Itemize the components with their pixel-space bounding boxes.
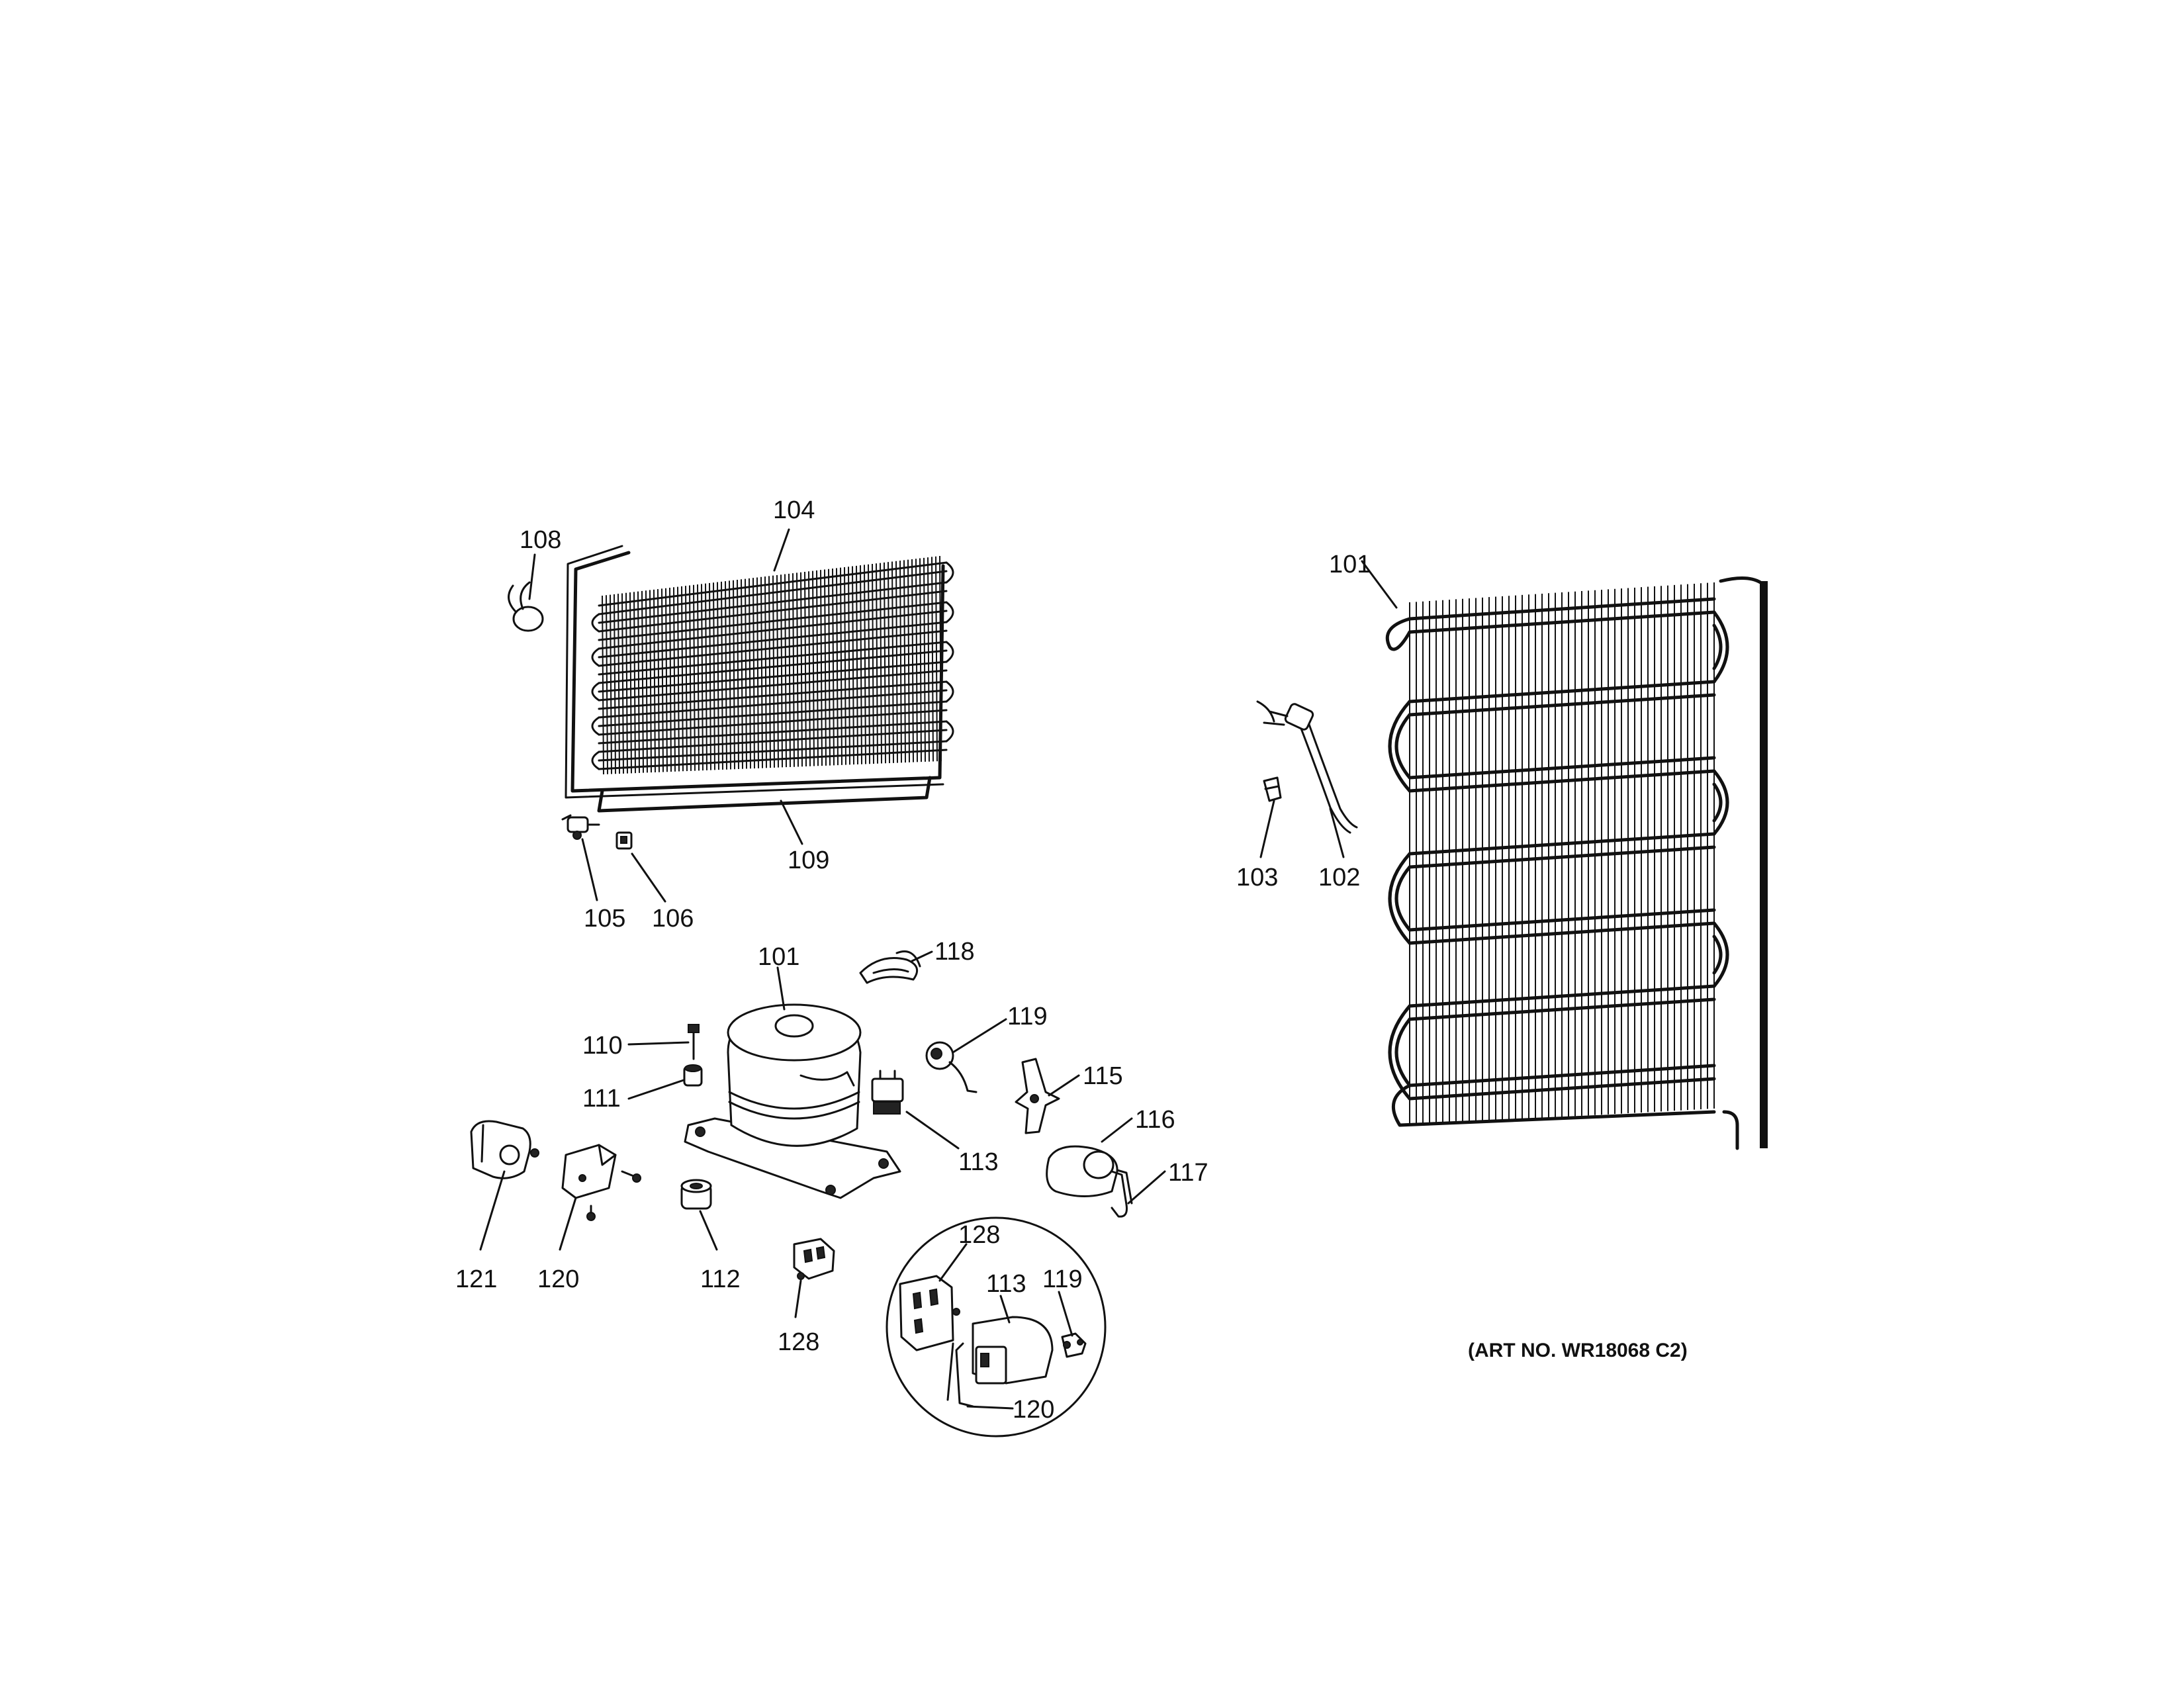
grommet-112 bbox=[680, 1179, 712, 1210]
callout-103: 103 bbox=[1236, 864, 1278, 891]
cover-116 bbox=[1046, 1145, 1118, 1197]
bracket-115 bbox=[1015, 1058, 1060, 1134]
callout-labels: 108 104 109 105 106 101 118 119 110 111 … bbox=[455, 496, 1688, 1424]
condenser-coil-104 bbox=[565, 545, 954, 813]
callout-117: 117 bbox=[1168, 1159, 1208, 1187]
callout-128: 128 bbox=[778, 1328, 819, 1356]
leader-lines bbox=[479, 528, 1398, 1410]
callout-116: 116 bbox=[1135, 1106, 1175, 1134]
condenser-101 bbox=[1385, 576, 1768, 1150]
part-108 bbox=[508, 581, 544, 632]
callout-104: 104 bbox=[773, 496, 815, 524]
callout-106: 106 bbox=[652, 905, 694, 933]
clip-118 bbox=[859, 950, 921, 984]
clip-117 bbox=[1111, 1169, 1133, 1218]
callout-110: 110 bbox=[582, 1032, 623, 1060]
callout-113-inset: 113 bbox=[986, 1270, 1026, 1298]
callout-101-condenser: 101 bbox=[1329, 551, 1371, 578]
callout-101-compressor: 101 bbox=[758, 943, 799, 971]
wire-nut-103 bbox=[1263, 776, 1282, 802]
callout-115: 115 bbox=[1083, 1062, 1123, 1090]
callout-119: 119 bbox=[1007, 1003, 1048, 1030]
callout-118: 118 bbox=[934, 938, 975, 966]
callout-120-inset: 120 bbox=[1013, 1396, 1054, 1424]
callout-119-inset: 119 bbox=[1042, 1265, 1083, 1293]
callout-128-inset: 128 bbox=[958, 1221, 1000, 1249]
relay-113 bbox=[871, 1070, 904, 1115]
screw-110 bbox=[688, 1024, 700, 1060]
callout-112: 112 bbox=[700, 1265, 741, 1293]
part-121 bbox=[470, 1120, 539, 1179]
callout-109: 109 bbox=[788, 846, 829, 874]
callout-120: 120 bbox=[537, 1265, 579, 1293]
compressor-101 bbox=[684, 1003, 901, 1199]
part-106 bbox=[615, 831, 633, 850]
callout-111: 111 bbox=[582, 1085, 621, 1113]
part-105 bbox=[561, 814, 600, 840]
grommet-111 bbox=[683, 1064, 703, 1087]
callout-105: 105 bbox=[584, 905, 625, 933]
bracket-120 bbox=[561, 1144, 641, 1221]
callout-113: 113 bbox=[958, 1148, 999, 1176]
callout-121: 121 bbox=[455, 1265, 497, 1293]
inset-detail bbox=[886, 1216, 1107, 1438]
power-cord-102 bbox=[1256, 700, 1358, 834]
part-128 bbox=[793, 1238, 835, 1280]
callout-108: 108 bbox=[520, 526, 561, 554]
callout-102: 102 bbox=[1318, 864, 1360, 891]
overload-119 bbox=[925, 1041, 978, 1093]
art-number: (ART NO. WR18068 C2) bbox=[1468, 1340, 1688, 1361]
